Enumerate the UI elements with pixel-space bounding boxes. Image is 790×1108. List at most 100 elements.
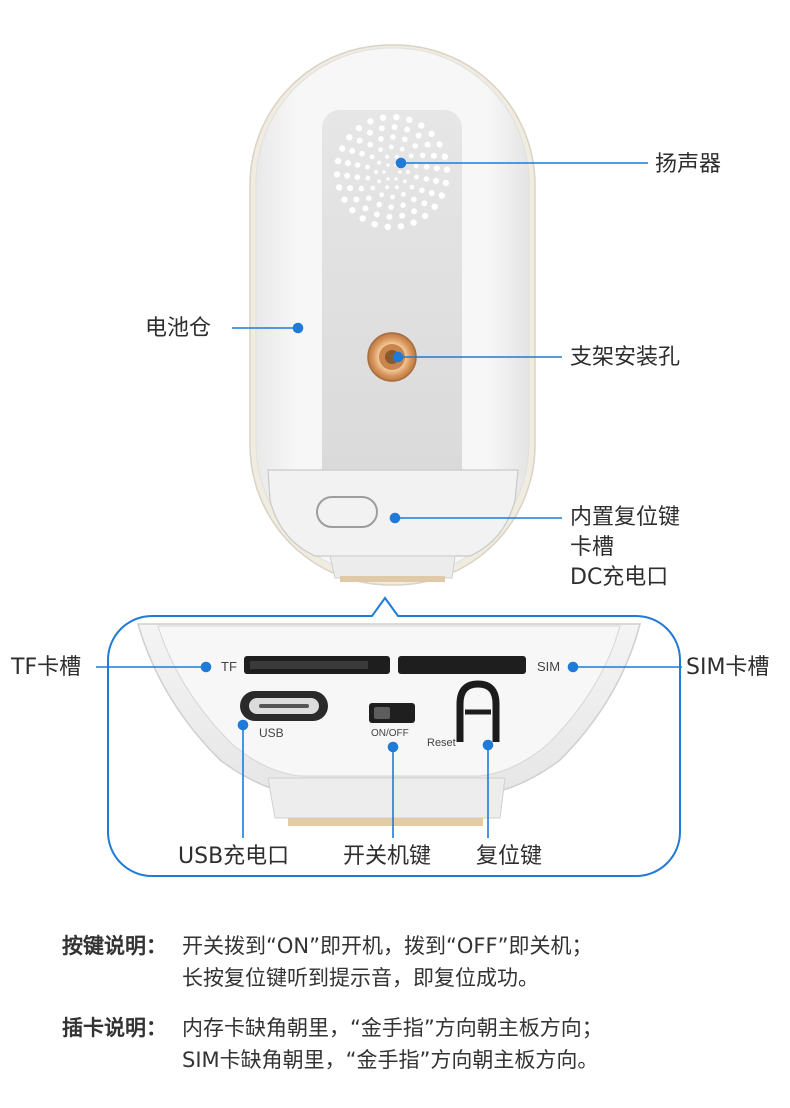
callout-tf-slot: TF卡槽 bbox=[11, 655, 82, 680]
callout-reset-key: 复位键 bbox=[476, 844, 543, 869]
grille-hole bbox=[397, 223, 405, 230]
grille-hole bbox=[359, 150, 365, 157]
callout-dot-icon bbox=[567, 661, 579, 673]
grille-hole bbox=[388, 204, 394, 210]
camera-body bbox=[249, 44, 536, 586]
bottom-panel bbox=[137, 623, 641, 826]
callout-dot-icon bbox=[292, 322, 304, 334]
callout-dot-icon bbox=[200, 661, 212, 673]
button-notes-line: 开关拨到“ON”即开机，拨到“OFF”即关机； bbox=[182, 934, 593, 958]
grille-hole bbox=[336, 184, 343, 191]
grille-hole bbox=[379, 192, 385, 198]
grille-hole bbox=[354, 174, 361, 180]
grille-hole bbox=[369, 154, 375, 160]
grille-hole bbox=[344, 160, 351, 167]
grille-hole bbox=[370, 185, 376, 191]
grille-hole bbox=[389, 144, 394, 150]
callout-dot-icon bbox=[395, 157, 407, 169]
grille-hole bbox=[367, 118, 374, 125]
grille-hole bbox=[412, 143, 419, 149]
grille-hole bbox=[354, 162, 361, 168]
grille-hole bbox=[402, 179, 407, 184]
grille-hole bbox=[424, 141, 431, 148]
usb-mark: USB bbox=[259, 726, 284, 740]
grille-hole bbox=[382, 170, 386, 174]
callout-reset-inside: 内置复位键 bbox=[570, 505, 681, 530]
grille-hole bbox=[408, 153, 414, 159]
grille-hole bbox=[433, 177, 440, 184]
grille-hole bbox=[438, 192, 445, 199]
card-notes-line: SIM卡缺角朝里，“金手指”方向朝主板方向。 bbox=[182, 1048, 599, 1072]
grille-hole bbox=[344, 172, 351, 179]
zoom-frame bbox=[107, 596, 681, 877]
callout-sim-slot: SIM卡槽 bbox=[686, 655, 770, 680]
grille-hole bbox=[373, 211, 380, 218]
callout-mount-hole: 支架安装孔 bbox=[570, 345, 681, 370]
grille-hole bbox=[443, 166, 451, 173]
grille-hole bbox=[413, 163, 419, 169]
callout-usb-port: USB充电口 bbox=[178, 844, 290, 869]
callout-dot-icon bbox=[392, 351, 404, 363]
grille-hole bbox=[378, 147, 383, 153]
grille-hole bbox=[366, 195, 372, 201]
callout-dot-icon bbox=[237, 719, 249, 731]
grille-hole bbox=[365, 175, 371, 181]
grille-hole bbox=[393, 114, 400, 121]
grille-hole bbox=[419, 187, 425, 194]
callout-dot-icon bbox=[387, 741, 399, 753]
sim-mark: SIM bbox=[537, 659, 561, 674]
grille-hole bbox=[366, 129, 373, 136]
grille-hole bbox=[394, 185, 399, 190]
grille-hole bbox=[377, 160, 382, 165]
grille-hole bbox=[409, 184, 415, 190]
grille-hole bbox=[394, 177, 398, 181]
grille-hole bbox=[430, 152, 437, 159]
grille-hole bbox=[410, 219, 417, 226]
grille-hole bbox=[441, 153, 448, 160]
grille-hole bbox=[421, 212, 429, 220]
grille-hole bbox=[377, 179, 382, 184]
grille-hole bbox=[419, 152, 426, 159]
grille-hole bbox=[386, 163, 390, 167]
grille-hole bbox=[386, 213, 393, 220]
grille-hole bbox=[334, 157, 342, 165]
grille-hole bbox=[346, 134, 353, 141]
grille-hole bbox=[356, 137, 363, 144]
grille-hole bbox=[371, 221, 378, 228]
grille-hole bbox=[400, 202, 406, 208]
grille-hole bbox=[421, 200, 428, 207]
speaker-grille-icon bbox=[333, 114, 451, 230]
callout-dot-icon bbox=[482, 739, 494, 751]
grille-hole bbox=[378, 125, 385, 132]
grille-hole bbox=[415, 132, 422, 139]
card-notes-heading: 插卡说明： bbox=[62, 1016, 167, 1040]
grille-hole bbox=[406, 170, 410, 174]
grille-hole bbox=[423, 164, 430, 170]
grille-hole bbox=[399, 212, 406, 219]
grille-hole bbox=[391, 124, 398, 131]
grille-hole bbox=[390, 134, 396, 140]
callout-dc-port: DC充电口 bbox=[570, 565, 669, 590]
grille-hole bbox=[339, 145, 346, 152]
reset-mark: Reset bbox=[427, 737, 456, 749]
grille-hole bbox=[411, 196, 417, 203]
grille-hole bbox=[374, 170, 378, 174]
grille-hole bbox=[418, 122, 425, 129]
grille-hole bbox=[385, 185, 390, 190]
grille-hole bbox=[378, 136, 384, 142]
grille-hole bbox=[367, 141, 374, 148]
button-notes: 按键说明： 开关拨到“ON”即开机，拨到“OFF”即关机； 长按复位键听到提示音… bbox=[62, 930, 592, 994]
top-callouts bbox=[232, 157, 648, 524]
grille-hole bbox=[355, 124, 363, 132]
grille-hole bbox=[394, 154, 399, 159]
callout-card-slot: 卡槽 bbox=[570, 535, 615, 560]
grille-hole bbox=[365, 164, 370, 170]
grille-hole bbox=[384, 223, 391, 230]
grille-hole bbox=[349, 148, 356, 154]
grille-hole bbox=[333, 171, 341, 178]
grille-hole bbox=[404, 126, 411, 133]
callout-power-switch: 开关机键 bbox=[343, 844, 432, 869]
grille-hole bbox=[411, 208, 418, 215]
grille-hole bbox=[353, 196, 360, 203]
grille-hole bbox=[347, 185, 354, 192]
